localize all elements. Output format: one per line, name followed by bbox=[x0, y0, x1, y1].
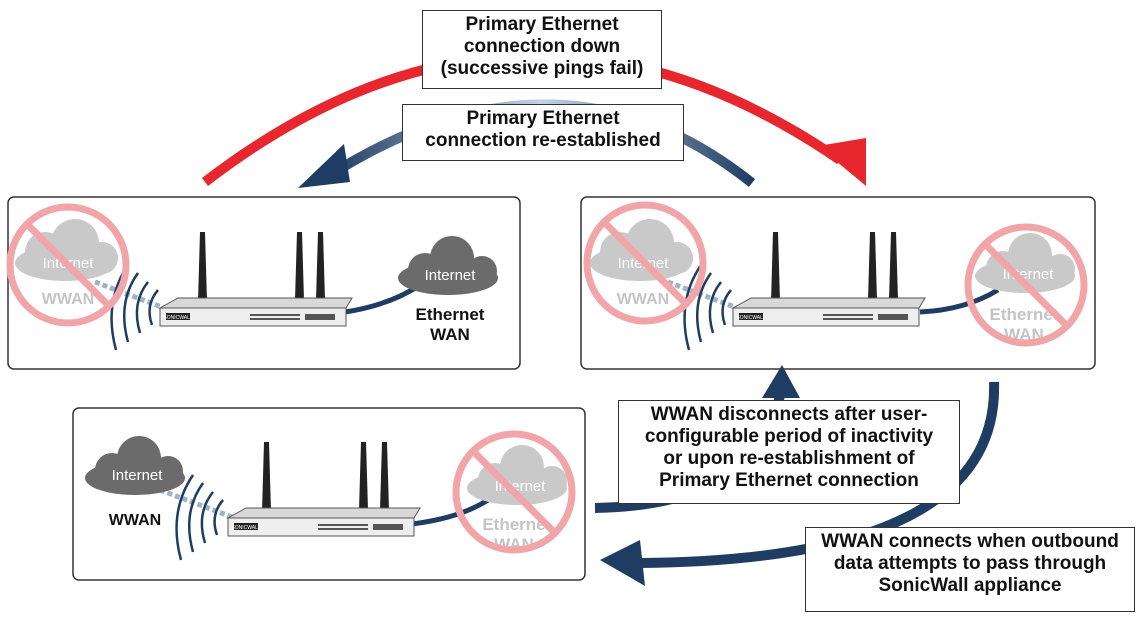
eth-cloud-label: Internet bbox=[425, 267, 477, 284]
caption-wwan-connects: WWAN connects when outbound data attempt… bbox=[805, 527, 1135, 612]
blue-arrowhead-connect bbox=[600, 540, 645, 586]
red-arrowhead bbox=[818, 138, 866, 186]
panel-top-right bbox=[580, 196, 1096, 370]
ethernet-cable bbox=[411, 497, 490, 527]
no-symbol-icon bbox=[452, 430, 576, 554]
top-right-content: Internet WWAN Internet Ethernet WAN SONI… bbox=[583, 201, 1088, 351]
brand-label: SONICWALL bbox=[231, 525, 260, 531]
panel-bottom bbox=[72, 407, 586, 581]
no-symbol-icon bbox=[583, 201, 707, 325]
eth-label-line1: Ethernet bbox=[416, 305, 485, 324]
sonicwall-appliance: SONICWALL bbox=[226, 442, 421, 537]
ethernet-cable bbox=[919, 287, 1000, 315]
caption-wwan-disconnects: WWAN disconnects after user- configurabl… bbox=[618, 400, 960, 504]
radio-waves-icon bbox=[175, 474, 224, 561]
eth-label-line1: Ethernet bbox=[990, 305, 1059, 324]
wwan-label: WWAN bbox=[617, 291, 669, 308]
cloud-icon bbox=[398, 236, 498, 295]
sonicwall-appliance: SONICWALL bbox=[731, 232, 926, 327]
wwan-dotted-link bbox=[94, 279, 176, 315]
blue-connect-arrow bbox=[639, 381, 1000, 568]
bottom-content: Internet WWAN Internet Etherne WAN SONIC… bbox=[85, 430, 576, 561]
caption-ethernet-down: Primary Ethernet connection down (succes… bbox=[422, 10, 662, 89]
top-left-content: Internet WWAN Internet Ethernet WAN SONI… bbox=[6, 203, 498, 351]
wwan-dotted-link bbox=[667, 279, 749, 315]
brand-label: SONICWALL bbox=[736, 315, 765, 321]
wwan-cloud-label: Internet bbox=[112, 467, 164, 484]
eth-label-line2: WAN bbox=[430, 325, 470, 344]
blue-arrowhead-restore bbox=[298, 144, 350, 188]
cloud-icon bbox=[467, 445, 567, 505]
brand-label: SONICWALL bbox=[163, 315, 192, 321]
wwan-label: WWAN bbox=[109, 512, 161, 529]
cloud-icon bbox=[85, 436, 185, 495]
no-symbol-icon bbox=[964, 223, 1088, 347]
caption-ethernet-reestablished: Primary Ethernet connection re-establish… bbox=[402, 104, 684, 161]
cloud-icon bbox=[975, 233, 1075, 293]
wwan-dotted-link bbox=[159, 487, 241, 523]
wwan-label: WWAN bbox=[42, 291, 94, 308]
cloud-icon bbox=[590, 219, 693, 281]
blue-arrowhead-disconnect bbox=[762, 365, 800, 398]
eth-label-line1: Etherne bbox=[482, 515, 545, 534]
panel-top-left bbox=[7, 196, 521, 370]
no-symbol-icon bbox=[6, 203, 130, 327]
sonicwall-appliance: SONICWALL bbox=[158, 232, 353, 327]
